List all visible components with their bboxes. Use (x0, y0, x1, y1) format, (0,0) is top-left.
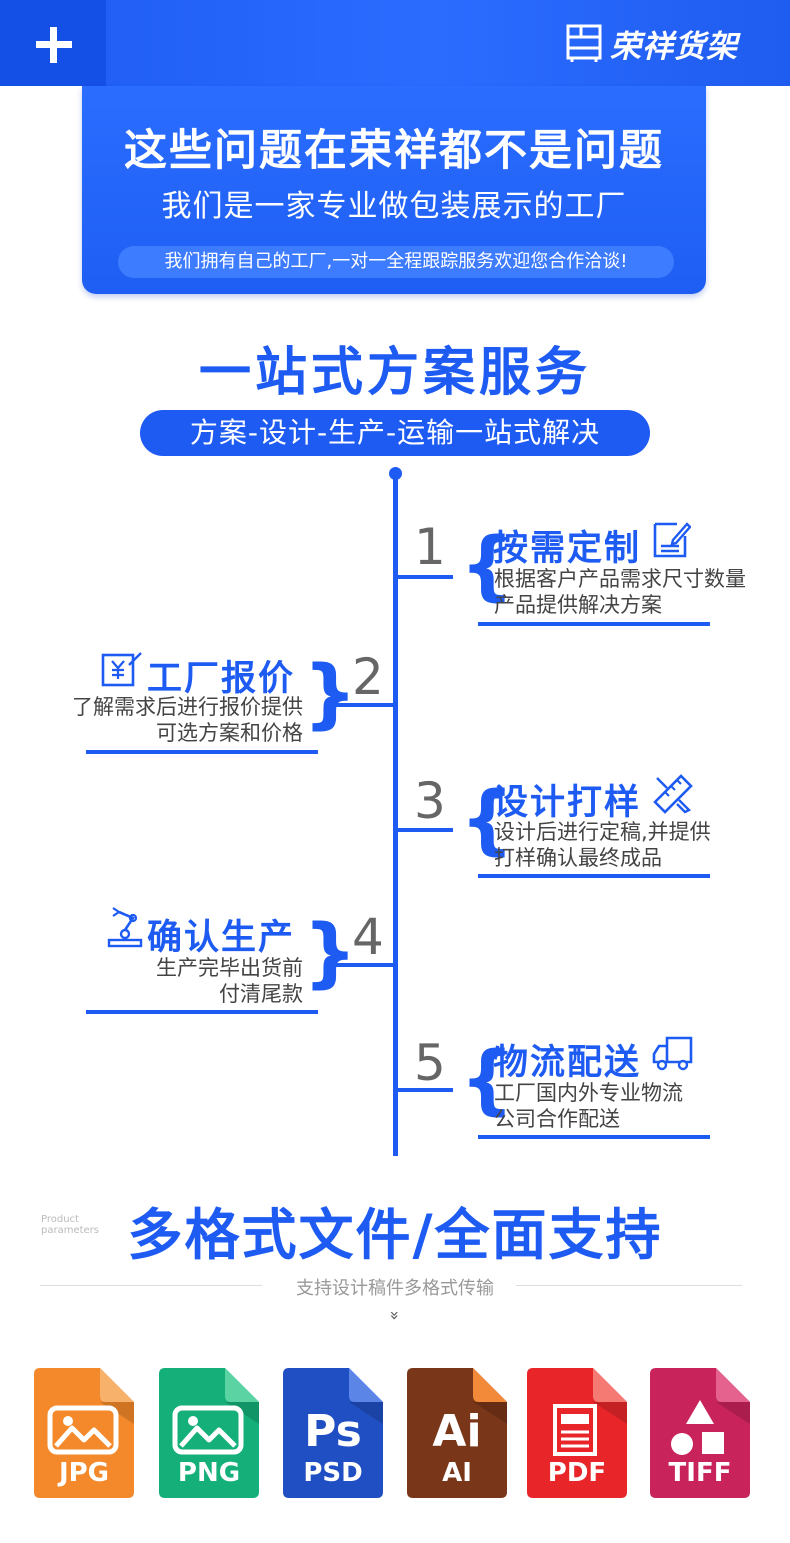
brace: { (460, 774, 515, 863)
format-glyph: Ai (432, 1406, 482, 1457)
ruler-pencil-icon (653, 774, 693, 814)
step-title: 物流配送 (493, 1043, 642, 1083)
shelf-icon (566, 24, 602, 62)
image-icon (159, 1368, 259, 1498)
brace: { (460, 1034, 515, 1123)
step-desc: 了解需求后进行报价提供 (72, 695, 303, 719)
format-label: JPG (58, 1458, 110, 1488)
brace: } (303, 648, 358, 737)
step-desc: 设计后进行定稿,并提供 (494, 820, 711, 844)
step-connector (395, 828, 453, 832)
brace: { (460, 520, 515, 609)
step-underline (478, 874, 710, 878)
step-desc: 根据客户产品需求尺寸数量 (494, 567, 746, 591)
step-number: 5 (414, 1034, 446, 1092)
step-desc: 公司合作配送 (494, 1107, 620, 1131)
step-number: 2 (352, 648, 384, 706)
price-tag-icon (101, 652, 142, 687)
step-underline (478, 1135, 710, 1139)
step-connector (395, 575, 453, 579)
step-number: 3 (414, 772, 446, 830)
step-desc: 可选方案和价格 (156, 721, 303, 745)
format-label: TIFF (668, 1458, 732, 1488)
step-connector (335, 703, 395, 707)
divider-left (40, 1285, 262, 1286)
timeline-dot (389, 467, 402, 480)
step-desc: 打样确认最终成品 (494, 846, 662, 870)
plus-icon-vertical (50, 27, 57, 63)
file-format-png: PNG (157, 1366, 261, 1500)
step-title: 确认生产 (147, 918, 296, 958)
step-title: 按需定制 (493, 529, 642, 569)
format-label: AI (442, 1458, 472, 1488)
service-pill: 方案-设计-生产-运输一站式解决 (140, 410, 650, 456)
formats-subtitle: 支持设计稿件多格式传输 (296, 1278, 494, 1299)
step-underline (478, 622, 710, 626)
timeline-line (393, 474, 398, 1156)
step-connector (335, 963, 395, 967)
chevron-down-icon: » (385, 1310, 405, 1321)
format-glyph: Ps (304, 1406, 362, 1457)
truck-icon (652, 1036, 693, 1071)
divider-right (516, 1285, 742, 1286)
illustrator-icon (407, 1368, 507, 1498)
format-label: PSD (303, 1458, 363, 1488)
edit-document-icon (653, 522, 691, 558)
step-connector (395, 1088, 453, 1092)
step-number: 1 (414, 518, 446, 576)
service-title: 一站式方案服务 (198, 343, 591, 403)
formats-title: 多格式文件/全面支持 (127, 1203, 663, 1267)
step-underline (86, 1010, 318, 1014)
step-title: 工厂报价 (147, 659, 296, 699)
hero-subtitle: 我们是一家专业做包装展示的工厂 (161, 189, 627, 224)
header-bar (0, 0, 790, 86)
brace: } (303, 907, 358, 996)
step-desc: 工厂国内外专业物流 (494, 1081, 683, 1105)
image-icon (34, 1368, 134, 1498)
shapes-icon (650, 1368, 750, 1498)
step-number: 4 (352, 908, 384, 966)
format-label: PNG (177, 1458, 241, 1488)
photoshop-icon (283, 1368, 383, 1498)
file-format-pdf: PDF (525, 1366, 629, 1500)
step-desc: 生产完毕出货前 (156, 956, 303, 980)
tiny-caption: Product parameters (41, 1214, 100, 1236)
step-desc: 产品提供解决方案 (494, 593, 662, 617)
format-label: PDF (547, 1458, 607, 1488)
step-desc: 付清尾款 (219, 982, 303, 1006)
robot-arm-icon (107, 907, 143, 948)
document-icon (527, 1368, 627, 1498)
step-underline (86, 750, 318, 754)
file-format-jpg: JPG (32, 1366, 136, 1500)
step-title: 设计打样 (493, 783, 642, 823)
brand-name: 荣祥货架 (610, 28, 738, 65)
hero-title: 这些问题在荣祥都不是问题 (124, 126, 664, 176)
hero-panel: 这些问题在荣祥都不是问题 我们是一家专业做包装展示的工厂 我们拥有自己的工厂,一… (82, 86, 706, 294)
brand-logo: 荣祥货架 (566, 18, 738, 68)
file-format-tiff: TIFF (648, 1366, 752, 1500)
hero-pill: 我们拥有自己的工厂,一对一全程跟踪服务欢迎您合作洽谈! (118, 246, 674, 278)
